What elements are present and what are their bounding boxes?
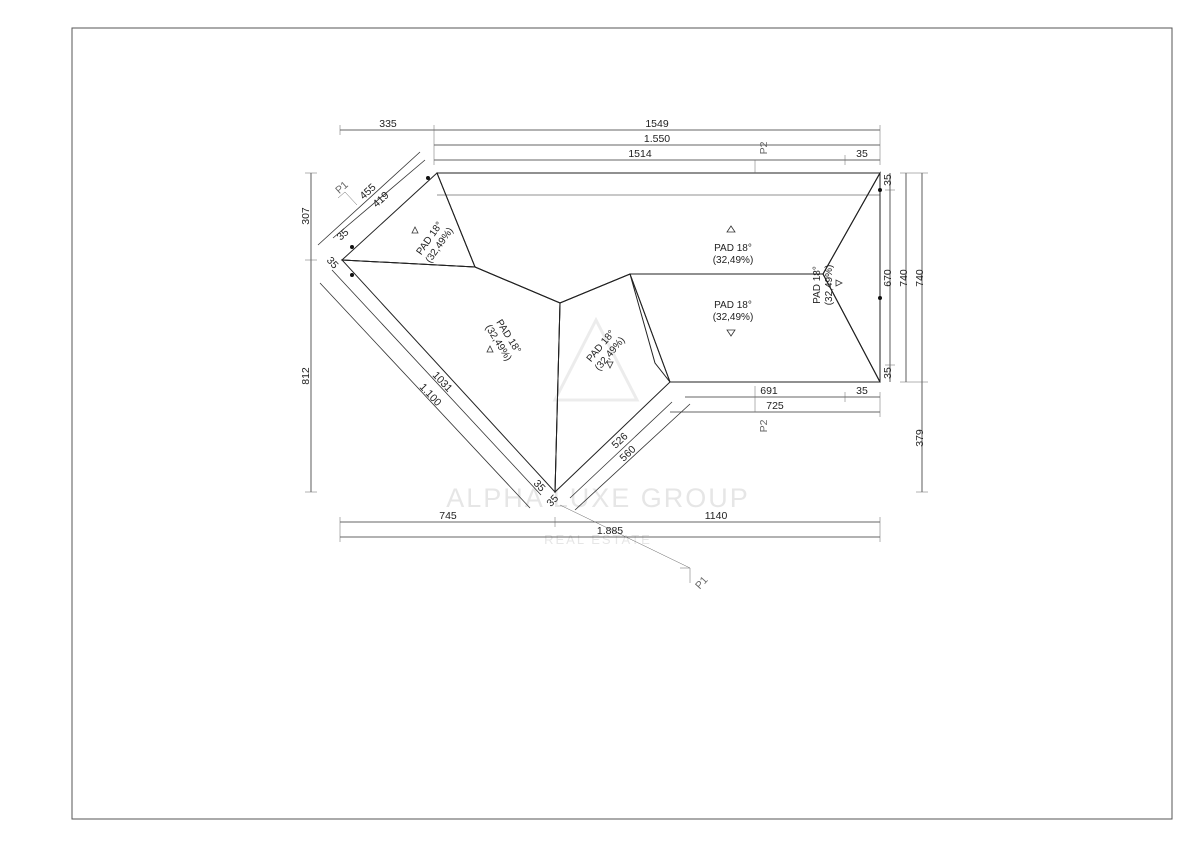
dim-mid-725: 725 [766, 400, 784, 412]
dim-top-35: 35 [856, 148, 868, 160]
slope-arrows [411, 225, 843, 369]
section-p2-top: P2 [758, 141, 770, 154]
roof-ridges [341, 172, 881, 493]
section-p2-bottom: P2 [758, 419, 770, 432]
watermark-title: ALPHA LUXE GROUP [446, 483, 750, 513]
pitch-label-east: (32,49%) [824, 265, 835, 306]
dim-right-35-top: 35 [882, 174, 894, 186]
roof-labels: PAD 18° (32,49%) PAD 18° (32,49%) PAD 18… [415, 220, 835, 373]
dim-top-1550: 1.550 [644, 133, 670, 145]
section-labels: P2 P2 P1 P1 [333, 141, 770, 591]
sheet-frame [71, 27, 1173, 820]
corner-markers [350, 176, 882, 300]
pad-label-south: PAD 18° [714, 300, 752, 311]
dim-right-740-a: 740 [898, 269, 910, 287]
dim-right-670: 670 [882, 269, 894, 287]
pad-label-north: PAD 18° [714, 243, 752, 254]
dim-left-812: 812 [300, 367, 312, 385]
dim-bottom-745: 745 [439, 510, 457, 522]
dimension-lines [305, 125, 928, 542]
roof-plane-middle [554, 273, 671, 494]
dim-right-379: 379 [914, 429, 926, 447]
dim-right-740-b: 740 [914, 269, 926, 287]
dim-bottom-1885: 1.885 [597, 525, 623, 537]
dim-diag-35-b: 35 [324, 255, 341, 272]
section-markers [337, 160, 756, 583]
roof-plane-southwest [340, 259, 561, 494]
pitch-label-north: (32,49%) [713, 255, 754, 266]
pitch-label-south: (32,49%) [713, 312, 754, 323]
dim-mid-691: 691 [760, 385, 778, 397]
watermark-logo-triangle [552, 316, 640, 402]
dim-top-1514: 1514 [628, 148, 652, 160]
dim-top-335: 335 [379, 118, 397, 130]
pad-label-east: PAD 18° [812, 266, 823, 304]
dim-mid-35: 35 [856, 385, 868, 397]
dim-left-307: 307 [300, 207, 312, 225]
dim-bottom-1140: 1140 [705, 510, 728, 522]
roof-plane-northwest [340, 172, 476, 268]
dimension-texts: 335 1549 1.550 1514 35 35 670 740 740 35… [300, 118, 926, 537]
dim-top-1549: 1549 [645, 118, 669, 130]
watermark: ALPHA LUXE GROUP REAL ESTATE [446, 316, 750, 547]
roof-plane-south [629, 273, 881, 383]
section-p1-bottom: P1 [693, 574, 711, 592]
dim-right-35-bottom: 35 [882, 367, 894, 379]
dim-diag-35-a: 35 [335, 226, 352, 243]
section-p1-left: P1 [333, 179, 351, 197]
